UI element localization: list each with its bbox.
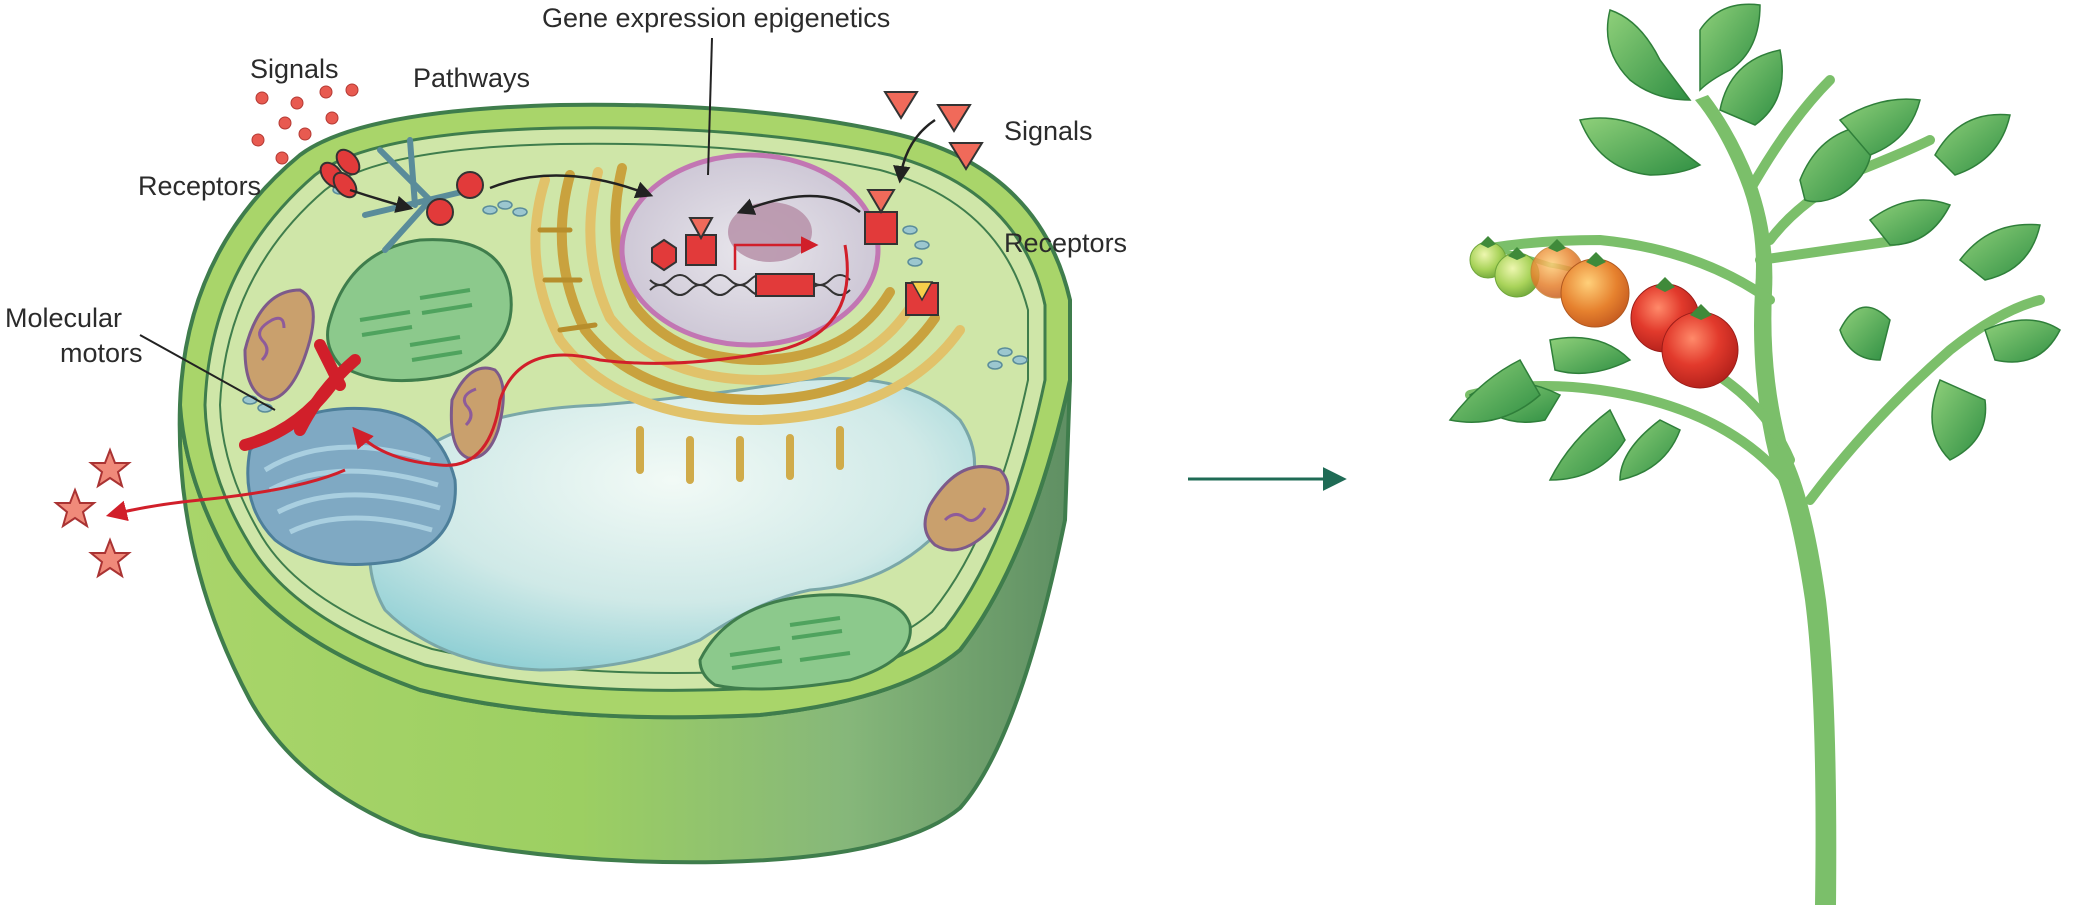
label-molecular-motors-2: motors <box>60 338 143 368</box>
signal-arrow-right <box>893 118 936 184</box>
plant-leaves <box>1448 3 2061 481</box>
tomato-cluster <box>1469 236 1739 389</box>
nucleolus <box>728 202 812 262</box>
receptor-to-nucleus-arrow <box>736 194 861 215</box>
label-receptors-right: Receptors <box>1004 228 1127 258</box>
chloroplast-lower <box>698 593 912 691</box>
signal-molecule <box>426 198 454 226</box>
nuclear-hexagon-signal <box>651 238 677 272</box>
receptors-right-icon <box>864 189 939 316</box>
signals-left-particles <box>251 83 359 165</box>
plasma-membrane <box>218 142 1029 675</box>
cytoskeleton <box>362 137 473 253</box>
plant-cell-illustration <box>53 37 1072 865</box>
tomato-plant-illustration <box>1448 3 2061 905</box>
secretion-pathway <box>352 244 849 467</box>
chloroplast-upper <box>326 238 513 383</box>
label-pathways: Pathways <box>413 63 530 93</box>
transcription-arrow <box>733 236 819 270</box>
label-signals-left: Signals <box>250 54 339 84</box>
mitochondrion-right <box>923 465 1010 552</box>
tomato-red-lower <box>1661 311 1739 389</box>
export-arrow <box>105 468 346 522</box>
tomato-orange <box>1560 258 1630 328</box>
vacuole <box>368 376 976 672</box>
signal-molecule <box>456 171 484 199</box>
label-receptors-left: Receptors <box>138 171 261 201</box>
leader-molecular-motors <box>139 334 276 411</box>
label-molecular-motors-1: Molecular <box>5 303 122 333</box>
signals-right-particles <box>883 91 984 171</box>
label-gene-expression: Gene expression epigenetics <box>542 3 890 33</box>
tomato-calyxes <box>1480 236 1712 320</box>
mitochondrion-left <box>243 288 315 402</box>
pathway-arrow-left <box>349 188 414 213</box>
label-signals-right: Signals <box>1004 116 1093 146</box>
leader-gene-expression <box>707 37 713 176</box>
endoplasmic-reticulum <box>530 163 965 484</box>
dna-strand <box>649 284 851 296</box>
gene-box <box>755 273 815 297</box>
secreted-molecules <box>53 447 132 579</box>
pathway-arrow-to-nucleus <box>489 174 654 199</box>
molecular-motors <box>239 339 361 451</box>
